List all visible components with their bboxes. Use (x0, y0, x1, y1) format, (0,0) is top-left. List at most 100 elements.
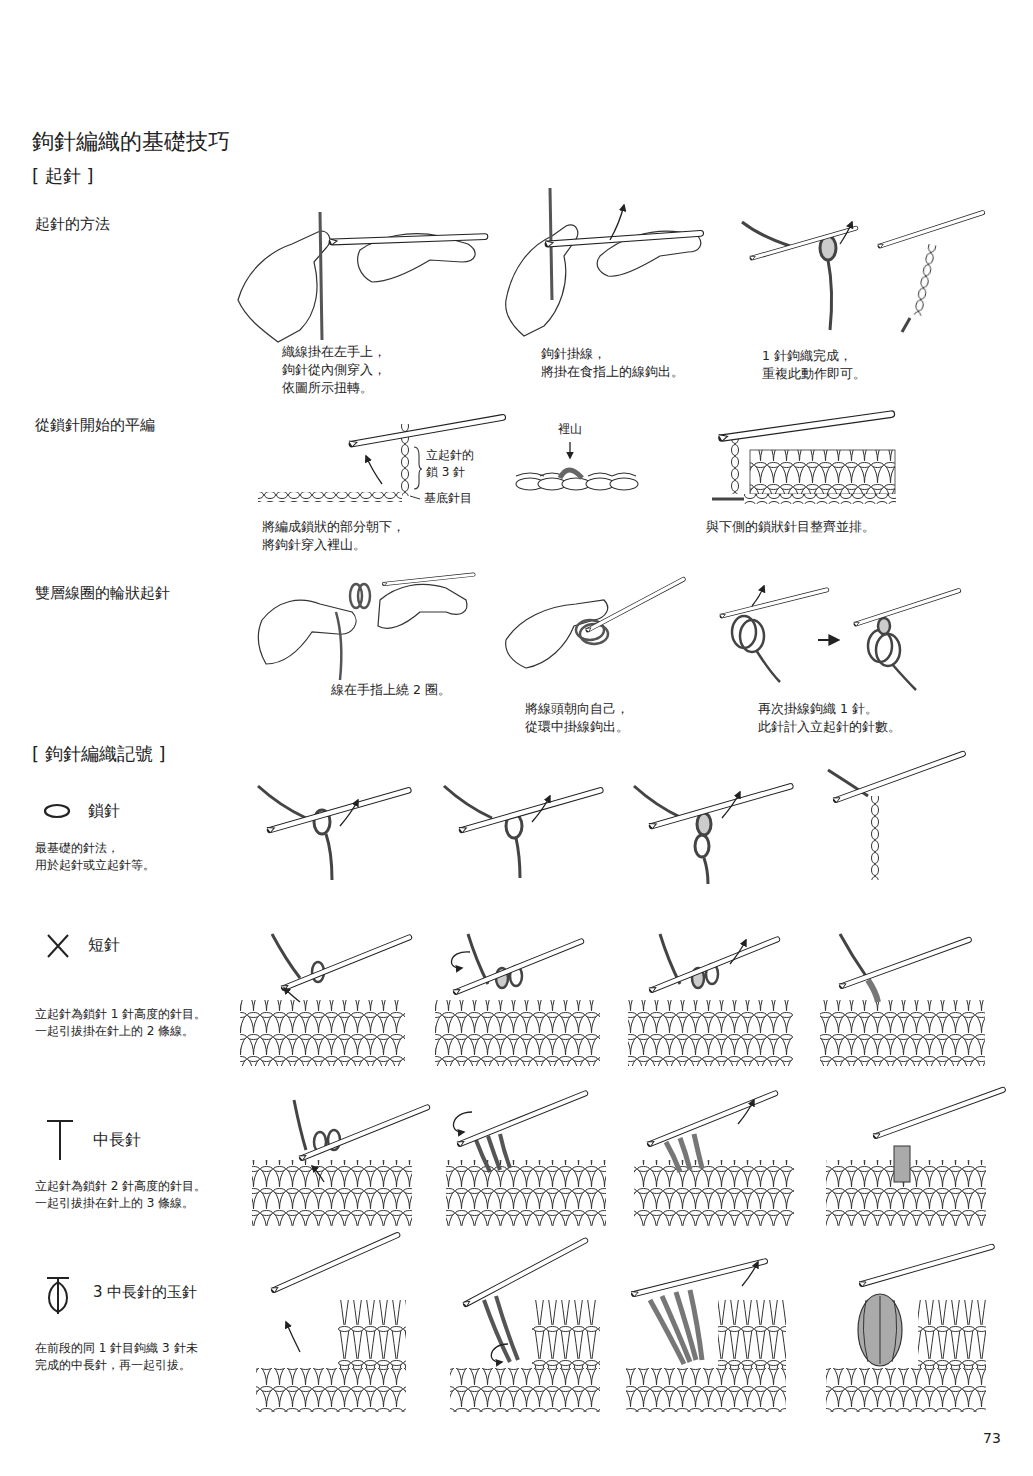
yarn-tail (712, 498, 744, 501)
half-double-symbol (47, 1121, 73, 1160)
subsection-heading: 從鎖針開始的平編 (35, 415, 155, 437)
caption: 織線掛在左手上， 鉤針從內側穿入，依圖所示扭轉。 (282, 343, 476, 397)
stitch-step (452, 952, 470, 968)
caption: 與下側的鎖狀針目整齊並排。 (706, 518, 875, 536)
chain-stitches (870, 796, 880, 880)
stitch-step (820, 1000, 985, 1066)
bobble-symbol (49, 1282, 67, 1312)
arrow (752, 586, 764, 606)
stitch-step (484, 1296, 518, 1362)
stitch-step (299, 1105, 428, 1161)
stitch-step (626, 1258, 786, 1412)
callout-label: 基底針目 (424, 490, 472, 507)
page-title: 鉤針編織的基礎技巧 (32, 126, 230, 158)
stitch-step (453, 939, 582, 995)
stitch-step (859, 1244, 992, 1287)
stitch-step (634, 1091, 794, 1226)
crochet-hook (854, 588, 960, 626)
stitch-step (628, 1000, 793, 1066)
symbol-name: 鎖針 (88, 799, 120, 822)
stitch-step (738, 1100, 754, 1124)
description: 立起針為鎖針 2 針高度的針目。 一起引拔掛在針上的 3 條線。 (35, 1178, 215, 1213)
stitch-step (256, 1232, 406, 1412)
stitch-step (840, 934, 866, 976)
crochet-hook (878, 210, 984, 248)
crochet-hook (649, 783, 791, 829)
stitch-rows (750, 450, 895, 494)
crochet-hook (545, 230, 701, 247)
chain-step (258, 786, 306, 818)
single-crochet-symbol (48, 935, 68, 957)
stitch-step (868, 980, 878, 1002)
stitch-step (660, 934, 680, 984)
hand-figure (506, 188, 701, 336)
stitch-step (730, 940, 746, 964)
chain-step (444, 786, 522, 878)
stitch-step (858, 1294, 902, 1366)
crochet-hook (833, 751, 964, 803)
stitch-step (450, 1238, 600, 1412)
crochet-hook (382, 573, 473, 586)
stitch-step (294, 1100, 306, 1150)
stitch-step (918, 1300, 986, 1368)
stitch-step (281, 935, 410, 991)
arrow (840, 222, 852, 244)
yarn-loop (876, 634, 900, 666)
yarn-loop (732, 616, 780, 682)
chain-step (697, 813, 711, 835)
stitch-step (476, 1134, 510, 1172)
stitch-step (468, 934, 488, 984)
hand-figure (378, 584, 467, 628)
section-heading: [ 起針 ] (32, 163, 94, 189)
callout-label: 裡山 (558, 421, 582, 438)
yarn-tail (902, 318, 910, 332)
caption: 再次掛線鉤織 1 針。 此針計入立起針的針數。 (758, 700, 899, 736)
symbol-name: 3 中長針的玉針 (93, 1282, 197, 1304)
description: 最基礎的針法， 用於起針或立起針等。 (35, 840, 159, 875)
crochet-hook (349, 414, 503, 447)
chain-stitches (730, 436, 740, 494)
stitch-step (826, 1244, 992, 1412)
bracket (414, 447, 422, 489)
chain-stitches (258, 492, 402, 502)
stitch-step (718, 1300, 786, 1368)
arrow (532, 796, 550, 822)
arrow (610, 205, 624, 240)
chain-step (444, 786, 492, 818)
stitch-step (286, 1322, 300, 1352)
stitch-step (256, 1368, 406, 1412)
stitch-step (647, 1091, 776, 1147)
stitch-step (435, 1000, 600, 1066)
stitch-step (666, 1134, 702, 1172)
arrow (569, 442, 570, 458)
chain-step (516, 838, 520, 878)
stitch-step (240, 934, 410, 1066)
symbol-name: 中長針 (93, 1128, 141, 1151)
bobble-symbol (47, 1278, 69, 1314)
crochet-hook (585, 577, 684, 632)
chain-back-view (560, 470, 582, 478)
chain-step (634, 786, 711, 884)
stitch-step (532, 1300, 600, 1368)
bobble-symbol (47, 1278, 69, 1314)
yarn-loop (740, 620, 764, 652)
arrow (818, 639, 838, 641)
caption: 將編成鎖狀的部分朝下， 將鉤針穿入裡山。 (262, 518, 403, 554)
stitch-step (894, 1146, 910, 1182)
callout-label: 立起針的 鎖 3 針 (426, 447, 476, 482)
yarn-loop (742, 222, 790, 246)
yarn-loop (878, 618, 890, 634)
stitch-step (463, 1238, 587, 1307)
yarn-loop (756, 650, 780, 682)
chain-symbol (45, 805, 69, 817)
arrow (340, 800, 358, 826)
caption: 將線頭朝向自己， 從環中掛線鉤出。 (525, 700, 629, 736)
caption: 鉤針掛線， 將掛在食指上的線鉤出。 (541, 345, 685, 381)
subsection-heading: 雙層線圈的輪狀起針 (35, 583, 170, 605)
stitch-step (284, 988, 300, 1002)
stitch-step (271, 1232, 399, 1293)
stitch-step (649, 937, 778, 993)
stitch-step (252, 1160, 412, 1226)
stitch-step (650, 1290, 702, 1364)
